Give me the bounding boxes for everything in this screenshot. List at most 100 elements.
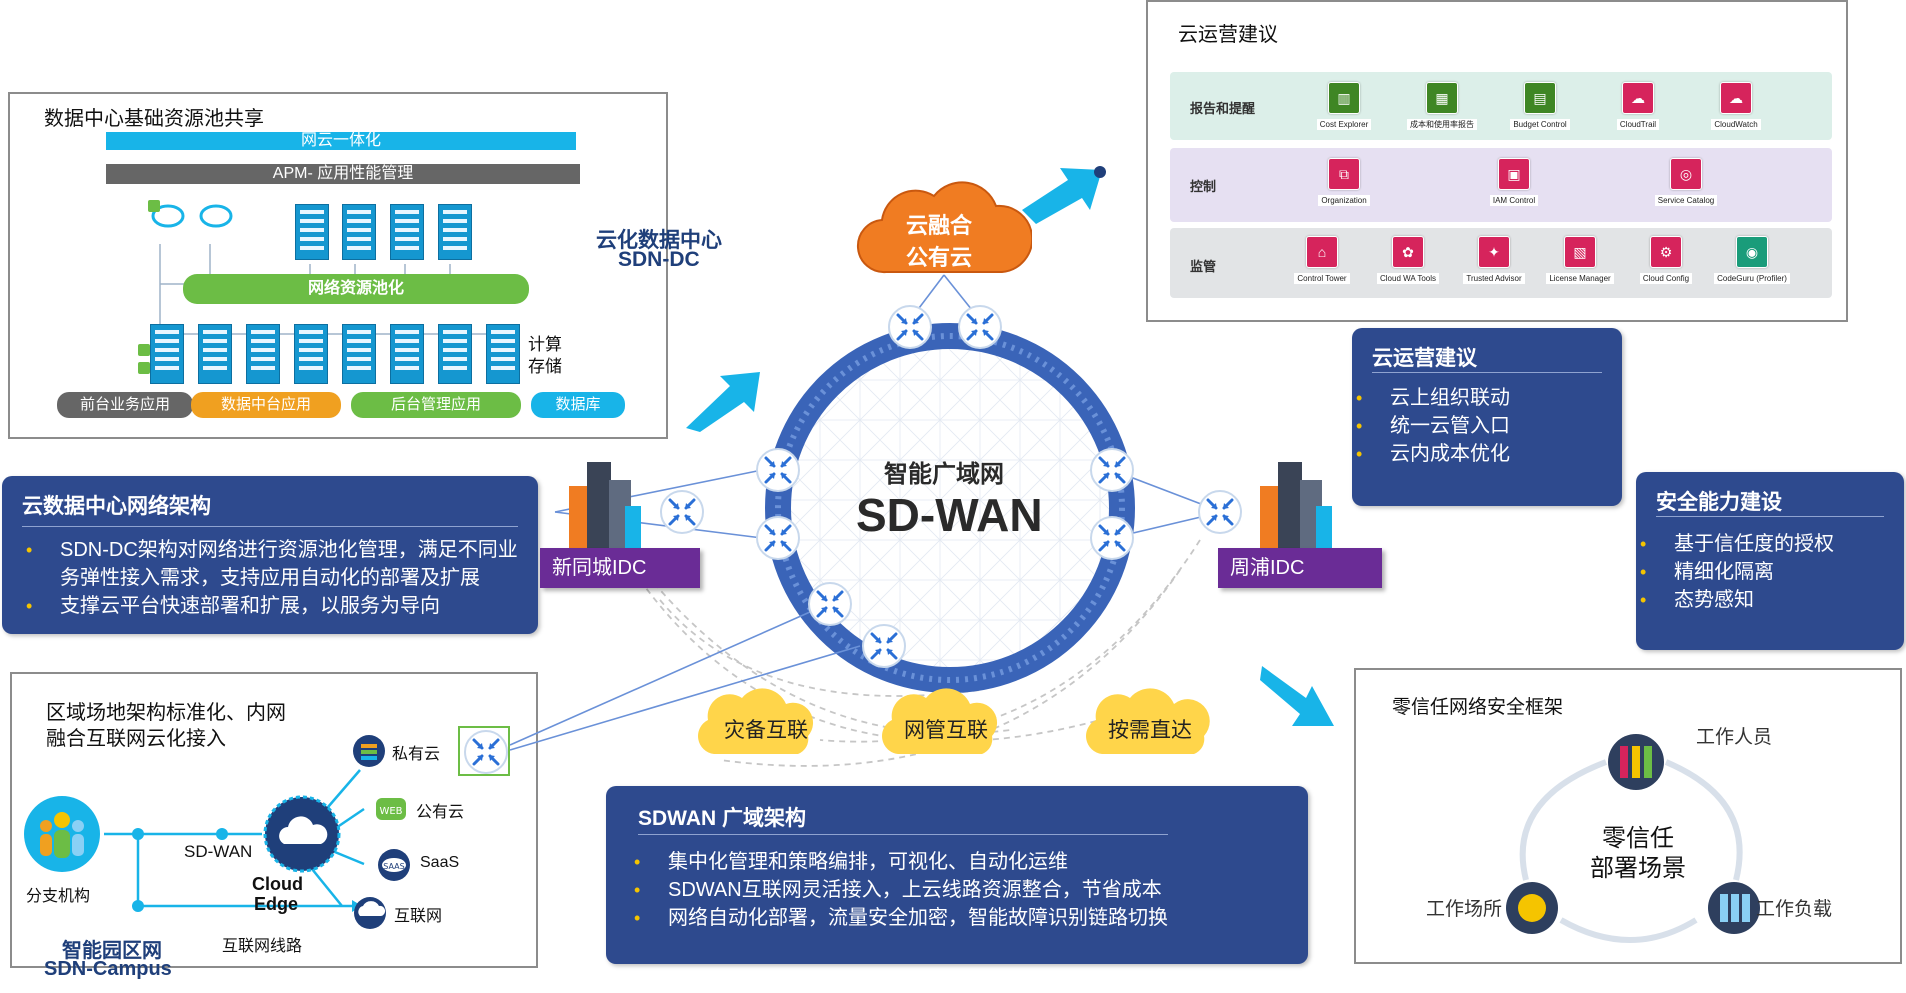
service-catalog-icon: ◎Service Catalog xyxy=(1646,158,1726,208)
zero-trust-load: 工作负载 xyxy=(1756,899,1833,920)
zero-trust-panel: 零信任网络安全框架 零信任 部署场景 工作人员 工作场所 工作负载 xyxy=(1354,668,1902,964)
building-icon xyxy=(569,462,641,548)
zero-trust-people: 工作人员 xyxy=(1696,727,1773,748)
cloud-ops-title: 云运营建议 xyxy=(1372,347,1477,370)
ops-row-label: 控制 xyxy=(1190,179,1217,194)
organization-icon: ⧉Organization xyxy=(1304,158,1384,208)
storage-label: 存储 xyxy=(528,357,562,376)
sdwan-node-icon xyxy=(1090,448,1134,492)
sdwan-arch-box: SDWAN 广域架构 集中化管理和策略编排，可视化、自动化运维 SDWAN互联网… xyxy=(606,786,1308,964)
cloud-ops-panel: 云运营建议 报告和提醒 ▥Cost Explorer ▦成本和使用率报告 ▤Bu… xyxy=(1146,0,1848,322)
budget-control-icon: ▤Budget Control xyxy=(1500,82,1580,132)
apm-bar: APM- 应用性能管理 xyxy=(106,164,580,184)
server-rack xyxy=(294,324,328,384)
network-cloud-bar: 网云一体化 xyxy=(106,132,576,150)
private-cloud-icon xyxy=(353,735,385,767)
cloud-shape xyxy=(882,688,998,754)
zero-trust-place: 工作场所 xyxy=(1426,899,1503,920)
cost-explorer-icon: ▥Cost Explorer xyxy=(1304,82,1384,132)
ops-row-label: 监管 xyxy=(1190,259,1217,274)
campus-router-box xyxy=(458,726,510,776)
sdn-dc-label-2: SDN-DC xyxy=(618,248,700,271)
server-rack xyxy=(150,324,184,384)
cloud-label-nm: 网管互联 xyxy=(904,719,988,742)
cloud-shape xyxy=(1086,688,1210,754)
sdwan-arch-item: 网络自动化部署，流量安全加密，智能故障识别链路切换 xyxy=(630,904,1294,932)
zero-trust-center-1: 零信任 xyxy=(1602,825,1674,852)
cloud-shape xyxy=(698,688,814,754)
cloud-ops-list: 云上组织联动 统一云管入口 云内成本优化 xyxy=(1352,384,1608,468)
app-pill-frontend: 前台业务应用 xyxy=(57,392,193,418)
sdwan-node-icon xyxy=(1090,516,1134,560)
sdwan-link-label: SD-WAN xyxy=(184,842,253,861)
ring-title: 智能广域网 xyxy=(884,461,1004,488)
cloud-ops-box: 云运营建议 云上组织联动 统一云管入口 云内成本优化 xyxy=(1352,328,1622,506)
sdwan-arch-item: 集中化管理和策略编排，可视化、自动化运维 xyxy=(630,848,1294,876)
cloud-edge-label-2: Edge xyxy=(254,894,299,914)
ops-row-governance: 监管 ⌂Control Tower ✿Cloud WA Tools ✦Trust… xyxy=(1170,228,1832,298)
dc-arch-item: 支撑云平台快速部署和扩展，以服务为导向 xyxy=(22,592,524,620)
sdwan-node-icon xyxy=(756,448,800,492)
svg-text:WEB: WEB xyxy=(379,806,402,817)
cloud-edge-label-1: Cloud xyxy=(252,874,303,894)
public-cloud-line2: 公有云 xyxy=(906,245,973,270)
dc-arch-box: 云数据中心网络架构 SDN-DC架构对网络进行资源池化管理，满足不同业务弹性接入… xyxy=(2,476,538,634)
server-rack xyxy=(295,204,329,260)
internet-globe-icon xyxy=(354,897,386,929)
public-cloud-shape xyxy=(857,181,1032,274)
server-rack xyxy=(438,324,472,384)
idc-right-label: 周浦IDC xyxy=(1218,548,1382,588)
security-list: 基于信任度的授权 精细化隔离 态势感知 xyxy=(1636,530,1890,614)
sdwan-node-icon xyxy=(888,305,932,349)
idc-left-label: 新同城IDC xyxy=(540,548,700,588)
ops-row-control: 控制 ⧉Organization ▣IAM Control ◎Service C… xyxy=(1170,148,1832,222)
sdn-dc-label-1: 云化数据中心 xyxy=(596,229,722,252)
sdwan-arch-item: SDWAN互联网灵活接入，上云线路资源整合，节省成本 xyxy=(630,876,1294,904)
cloud-label-od: 按需直达 xyxy=(1108,719,1192,742)
codeguru-icon: ◉CodeGuru (Profiler) xyxy=(1712,236,1792,286)
sdwan-node-icon xyxy=(862,624,906,668)
cloud-ops-item: 统一云管入口 xyxy=(1352,412,1608,440)
cloud-edge-icon xyxy=(263,795,341,873)
campus-title-2: 融合互联网云化接入 xyxy=(46,728,226,750)
zero-trust-center-2: 部署场景 xyxy=(1590,855,1686,882)
sdwan-node-icon xyxy=(464,730,508,774)
ops-row-report: 报告和提醒 ▥Cost Explorer ▦成本和使用率报告 ▤Budget C… xyxy=(1170,72,1832,140)
branch-label: 分支机构 xyxy=(26,888,91,905)
sdwan-node-icon xyxy=(660,490,704,534)
security-item: 态势感知 xyxy=(1636,586,1890,614)
security-box: 安全能力建设 基于信任度的授权 精细化隔离 态势感知 xyxy=(1636,472,1904,650)
public-cloud-icon: WEB xyxy=(376,798,406,820)
server-rack xyxy=(246,324,280,384)
sdwan-arch-title: SDWAN 广域架构 xyxy=(638,807,806,830)
dc-resource-panel: 数据中心基础资源池共享 网云一体化 APM- 应用性能管理 xyxy=(8,92,668,439)
cloud-label-dr: 灾备互联 xyxy=(724,719,808,742)
campus-panel: 区域场地架构标准化、内网 融合互联网云化接入 分支机构 SD-WAN Cloud… xyxy=(10,672,538,968)
dc-panel-title: 数据中心基础资源池共享 xyxy=(44,108,264,130)
control-tower-icon: ⌂Control Tower xyxy=(1282,236,1362,286)
branch-people-icon xyxy=(24,796,100,872)
building-icon xyxy=(1260,462,1332,548)
arrow-icon xyxy=(1022,166,1106,224)
cost-usage-report-icon: ▦成本和使用率报告 xyxy=(1402,82,1482,132)
sdwan-node-icon xyxy=(958,305,1002,349)
security-title: 安全能力建设 xyxy=(1656,491,1782,514)
server-rack xyxy=(198,324,232,384)
arrow-icon xyxy=(686,372,760,432)
cloud-config-icon: ⚙Cloud Config xyxy=(1626,236,1706,286)
campus-title-1: 区域场地架构标准化、内网 xyxy=(46,702,286,724)
sdwan-node-icon xyxy=(756,516,800,560)
server-rack xyxy=(390,204,424,260)
sdwan-node-icon xyxy=(808,582,852,626)
server-rack xyxy=(486,324,520,384)
cloud-wa-tools-icon: ✿Cloud WA Tools xyxy=(1368,236,1448,286)
cloudtrail-icon: ☁CloudTrail xyxy=(1598,82,1678,132)
dc-arch-list: SDN-DC架构对网络进行资源池化管理，满足不同业务弹性接入需求，支持应用自动化… xyxy=(22,536,524,620)
app-pill-database: 数据库 xyxy=(531,392,625,418)
campus-footer-1: 智能园区网 xyxy=(62,940,162,962)
server-rack xyxy=(438,204,472,260)
iam-control-icon: ▣IAM Control xyxy=(1474,158,1554,208)
security-item: 精细化隔离 xyxy=(1636,558,1890,586)
cloud-ops-panel-title: 云运营建议 xyxy=(1178,24,1278,46)
